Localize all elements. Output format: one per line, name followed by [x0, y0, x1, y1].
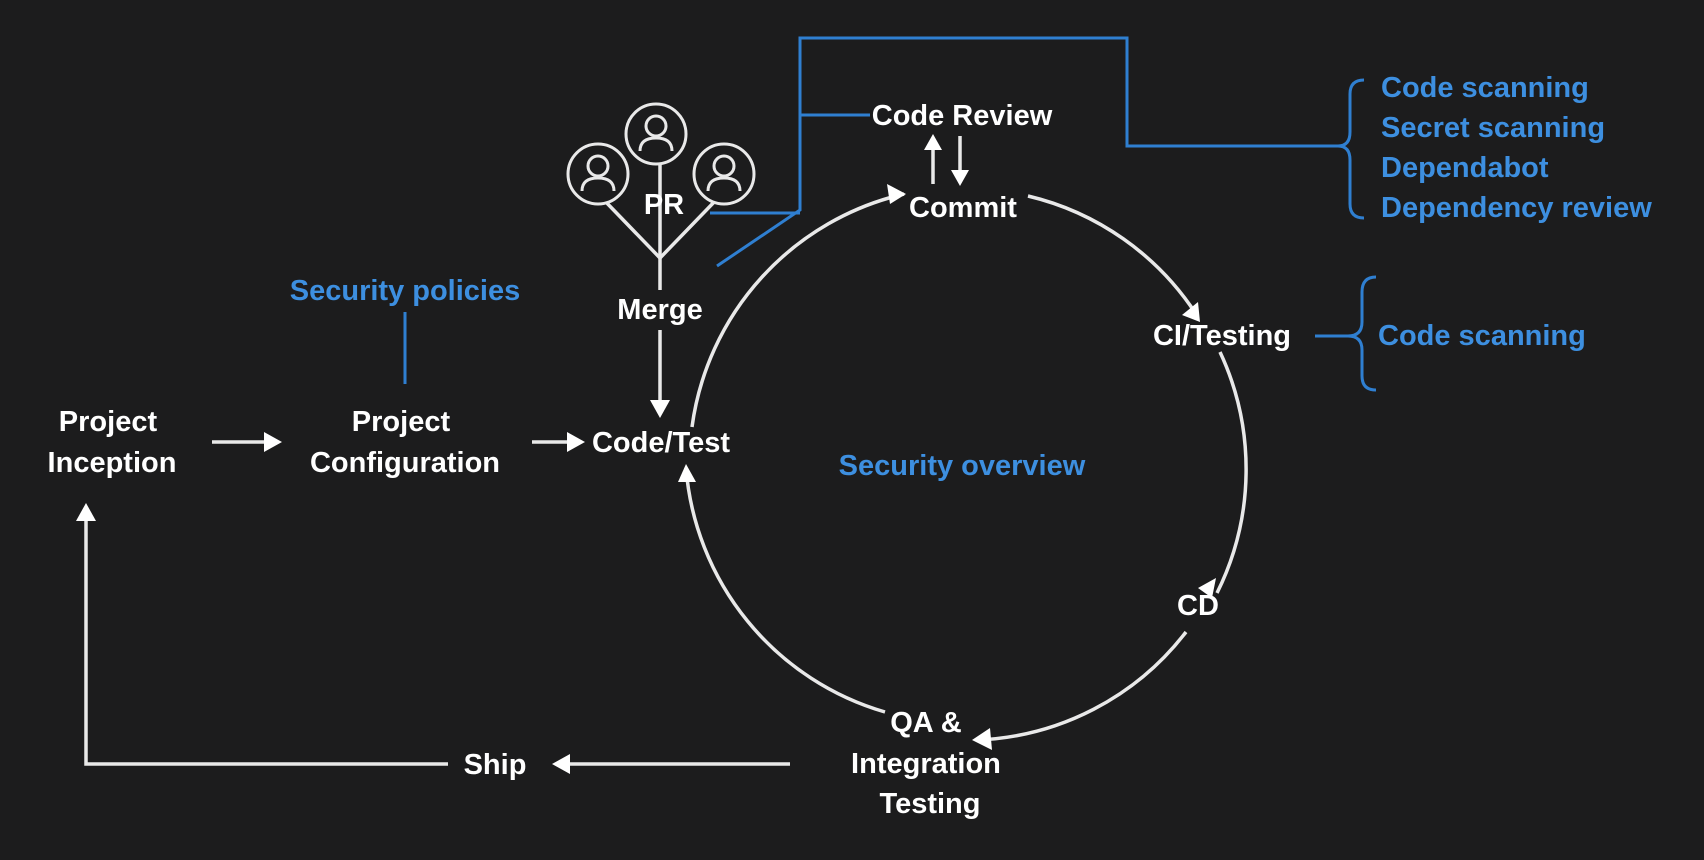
arrow-ship-to-inception — [84, 518, 448, 766]
arrowhead-review-up — [924, 134, 942, 150]
security-labels: Security policies Security overview Code… — [290, 72, 1652, 482]
flow-arrows — [76, 134, 969, 774]
project-inception-label: Project Inception — [48, 406, 177, 479]
qa-integration-label: QA & Integration Testing — [851, 707, 1009, 820]
loop-arc-qa-to-code — [684, 467, 886, 714]
arrowhead-cd — [1198, 578, 1216, 598]
ci-testing-label: CI/Testing — [1153, 320, 1291, 352]
review-tools-list: Code scanning Secret scanning Dependabot… — [1381, 72, 1652, 224]
project-configuration-label: Project Configuration — [310, 406, 500, 479]
node-labels: Project Inception Project Configuration … — [48, 100, 1291, 820]
ci-tools-list: Code scanning — [1378, 320, 1586, 352]
review-tool-item: Dependabot — [1381, 152, 1549, 184]
review-bracket-connector — [716, 36, 1338, 268]
review-tool-item: Code scanning — [1381, 72, 1589, 104]
ship-label: Ship — [464, 749, 527, 781]
arrowhead-config — [264, 432, 282, 452]
arrowhead-qa — [972, 728, 992, 750]
ci-tool-item: Code scanning — [1378, 320, 1586, 352]
commit-label: Commit — [909, 192, 1017, 224]
cd-label: CD — [1177, 590, 1219, 622]
code-review-label: Code Review — [872, 100, 1053, 132]
review-tools-brace — [1337, 78, 1365, 220]
loop-arc-commit-to-ci — [1027, 194, 1198, 315]
security-policies-label: Security policies — [290, 275, 521, 307]
arrowhead-commit — [887, 184, 906, 204]
reviewers — [566, 102, 756, 206]
merge-label: Merge — [617, 294, 702, 326]
review-tool-item: Secret scanning — [1381, 112, 1605, 144]
lifecycle-loop — [678, 184, 1248, 750]
security-overview-label: Security overview — [839, 450, 1086, 482]
arrowhead-inception — [76, 503, 96, 521]
arrowhead-ci — [1182, 302, 1200, 322]
pr-branch-left — [600, 196, 662, 260]
person-icon — [692, 142, 756, 206]
person-icon — [566, 142, 630, 206]
arrowhead-code-from-merge — [650, 400, 670, 418]
review-tool-item: Dependency review — [1381, 192, 1652, 224]
code-test-label: Code/Test — [592, 427, 730, 459]
loop-arc-cd-to-qa — [976, 630, 1188, 742]
arrowhead-commit-down — [951, 170, 969, 186]
ci-tools-brace — [1347, 275, 1377, 392]
security-connectors — [403, 36, 1377, 392]
pr-branch-right — [658, 196, 720, 260]
arrowhead-code-test-up — [678, 464, 696, 482]
arrowhead-code-from-config — [567, 432, 585, 452]
loop-arc-code-to-commit — [690, 192, 905, 428]
arrowhead-ship — [552, 754, 570, 774]
loop-arc-ci-to-cd — [1215, 351, 1248, 594]
pr-label: PR — [644, 189, 684, 221]
person-icon — [624, 102, 688, 166]
